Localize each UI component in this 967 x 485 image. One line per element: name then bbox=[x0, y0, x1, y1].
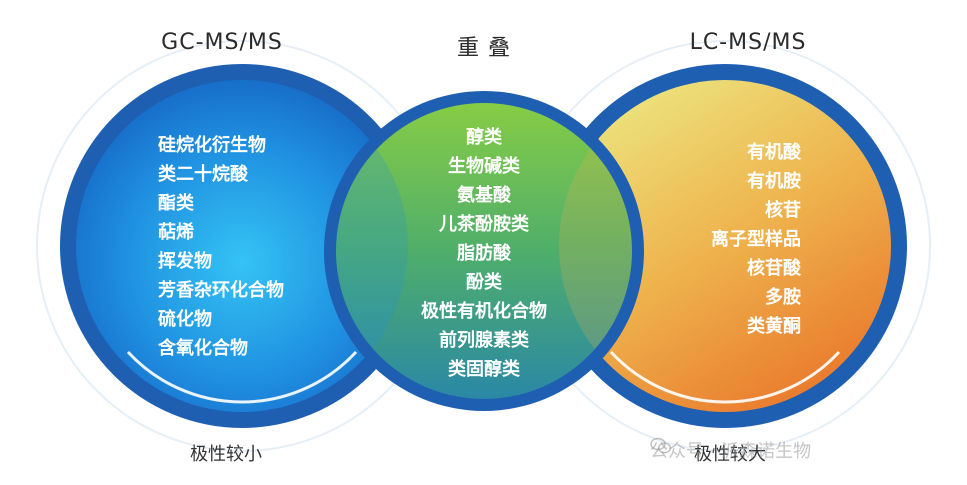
right-circle bbox=[559, 80, 891, 412]
list-item: 硅烷化衍生物 bbox=[158, 135, 266, 156]
list-item: 极性有机化合物 bbox=[421, 301, 547, 322]
list-item: 有机胺 bbox=[747, 171, 801, 192]
list-item: 醇类 bbox=[466, 127, 502, 148]
list-item: 核苷 bbox=[765, 200, 801, 221]
list-item: 酯类 bbox=[158, 193, 194, 214]
list-item: 脂肪酸 bbox=[457, 243, 511, 264]
list-item: 类固醇类 bbox=[448, 359, 520, 380]
header-gc-ms: GC-MS/MS bbox=[161, 30, 283, 55]
list-item: 氨基酸 bbox=[457, 185, 511, 206]
right-ring-highlight bbox=[609, 350, 841, 404]
list-item: 生物碱类 bbox=[448, 156, 520, 177]
list-item: 有机酸 bbox=[747, 142, 801, 163]
wechat-icon bbox=[650, 437, 672, 454]
list-item: 芳香杂环化合物 bbox=[158, 280, 284, 301]
left-ring-highlight bbox=[126, 350, 358, 404]
header-overlap: 重 叠 bbox=[457, 36, 511, 61]
list-item: 儿茶酚胺类 bbox=[439, 214, 529, 235]
watermark-text: 公众号 · 派森诺生物 bbox=[650, 441, 812, 462]
list-item: 酚类 bbox=[466, 272, 502, 293]
left-circle bbox=[76, 80, 408, 412]
list-item: 类二十烷酸 bbox=[158, 164, 248, 185]
list-item: 多胺 bbox=[765, 287, 801, 308]
list-item: 硫化物 bbox=[158, 309, 212, 330]
list-item: 挥发物 bbox=[158, 251, 212, 272]
list-item: 前列腺素类 bbox=[439, 330, 529, 351]
watermark: 公众号 · 派森诺生物 bbox=[650, 437, 811, 463]
footer-high-polarity: 极性较大 bbox=[694, 444, 766, 465]
list-item: 含氧化合物 bbox=[158, 338, 248, 359]
center-circle bbox=[336, 103, 632, 399]
lc-ms-compound-list: 有机酸 有机胺 核苷 离子型样品 核苷酸 多胺 类黄酮 bbox=[711, 138, 801, 341]
list-item: 萜烯 bbox=[158, 222, 194, 243]
footer-low-polarity: 极性较小 bbox=[190, 444, 262, 465]
list-item: 离子型样品 bbox=[711, 229, 801, 250]
overlap-compound-list: 醇类 生物碱类 氨基酸 儿茶酚胺类 脂肪酸 酚类 极性有机化合物 前列腺素类 类… bbox=[421, 123, 547, 384]
header-lc-ms: LC-MS/MS bbox=[689, 30, 807, 55]
list-item: 类黄酮 bbox=[747, 316, 801, 337]
list-item: 核苷酸 bbox=[747, 258, 801, 279]
gc-ms-compound-list: 硅烷化衍生物 类二十烷酸 酯类 萜烯 挥发物 芳香杂环化合物 硫化物 含氧化合物 bbox=[158, 131, 284, 363]
